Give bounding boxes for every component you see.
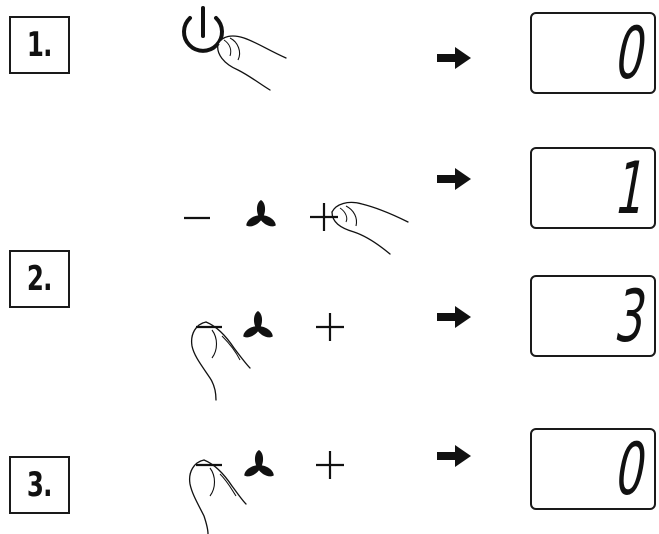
fan-icon [244, 200, 278, 230]
arrow-right-icon [437, 445, 471, 467]
finger-icon [190, 321, 251, 401]
display-step-2b: 3 [530, 275, 656, 357]
arrow-right-icon [437, 47, 471, 69]
plus-icon [316, 313, 344, 341]
finger-icon [217, 35, 287, 91]
fan-icon [241, 311, 275, 341]
step-3-label: 3. [27, 465, 53, 505]
fan-icon [242, 450, 276, 480]
display-step-1: 0 [530, 12, 656, 94]
arrow-right-icon [437, 306, 471, 328]
arrow-right-icon [437, 168, 471, 190]
display-step-3: 0 [530, 428, 656, 510]
power-icon [182, 6, 224, 53]
step-2-box: 2. [9, 250, 70, 308]
plus-icon [316, 451, 344, 479]
step-3-box: 3. [9, 456, 70, 514]
finger-icon [331, 201, 409, 255]
display-step-2a: 1 [530, 147, 656, 229]
plus-icon [310, 203, 338, 231]
step-1-box: 1. [9, 16, 70, 74]
finger-icon [188, 459, 247, 534]
step-1-label: 1. [27, 25, 53, 65]
step-2-label: 2. [27, 259, 53, 299]
